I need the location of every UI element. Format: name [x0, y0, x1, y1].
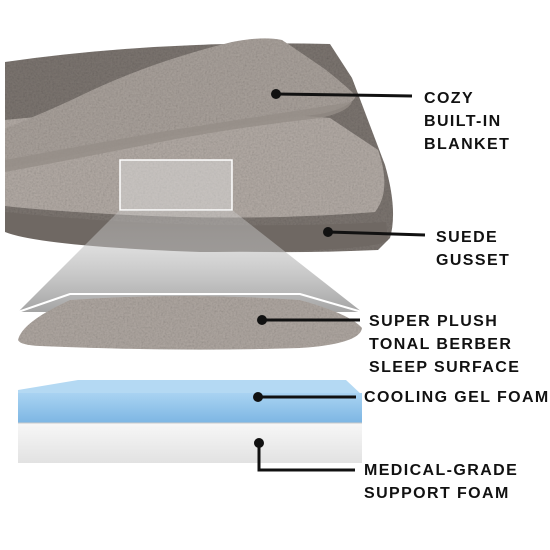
surface-label-line: SLEEP SURFACE	[369, 359, 521, 376]
gel-foam-label: COOLING GEL FOAM	[364, 386, 550, 409]
gusset-leader	[323, 227, 426, 237]
blanket-label-line: BLANKET	[424, 136, 511, 153]
support-foam-layer	[18, 423, 362, 463]
gusset-label-line: GUSSET	[436, 252, 511, 269]
support-foam-label-line: SUPPORT FOAM	[364, 485, 510, 502]
gusset-label: SUEDE GUSSET	[436, 226, 510, 272]
surface-label-line: SUPER PLUSH	[369, 313, 499, 330]
foam-stack	[18, 380, 362, 463]
leader-lines	[253, 89, 426, 472]
gel-foam-top	[18, 380, 362, 395]
blanket-label: COZY BUILT-IN BLANKET	[424, 87, 510, 156]
berber-swatch	[18, 296, 362, 350]
zoom-callout	[17, 159, 363, 313]
support-foam-label: MEDICAL-GRADE SUPPORT FOAM	[364, 459, 518, 505]
surface-label: SUPER PLUSH TONAL BERBER SLEEP SURFACE	[369, 310, 520, 379]
blanket-label-line: COZY	[424, 90, 475, 107]
surface-label-line: TONAL BERBER	[369, 336, 513, 353]
gusset-label-line: SUEDE	[436, 229, 499, 246]
blanket-flap	[5, 38, 356, 172]
gel-leader	[253, 392, 356, 402]
support-foam-label-line: MEDICAL-GRADE	[364, 462, 519, 479]
support-leader	[254, 438, 355, 472]
gel-foam-label-line: COOLING GEL FOAM	[364, 389, 550, 406]
blanket-label-line: BUILT-IN	[424, 113, 502, 130]
surface-leader	[257, 315, 360, 325]
blanket-leader	[271, 89, 413, 99]
